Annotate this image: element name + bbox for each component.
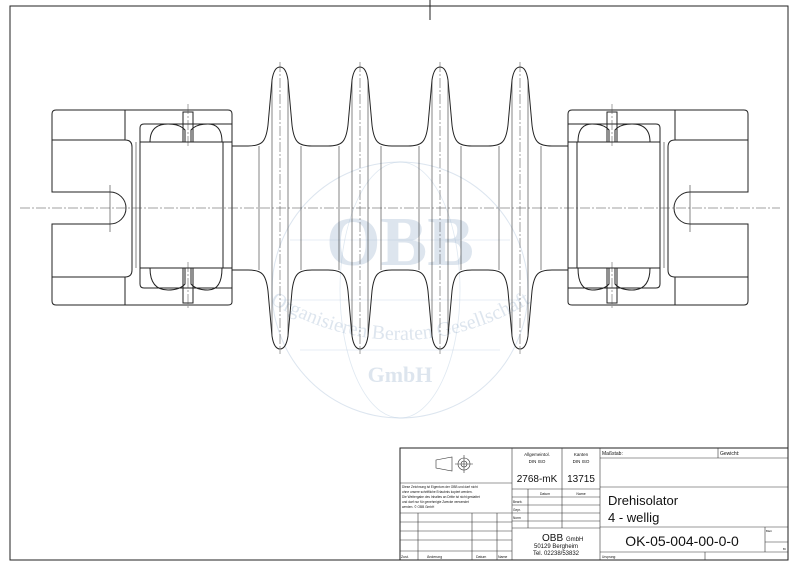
watermark-obb: OBB bbox=[326, 204, 474, 281]
watermark-logo: OBB Organisieren Beraten Gesellschaft Gm… bbox=[268, 161, 534, 419]
date-header: Datum bbox=[540, 492, 550, 496]
copyright-line: Diese Zeichnung ist Eigentum der OBB und… bbox=[402, 485, 478, 489]
sheet-of: Bl. bbox=[783, 547, 786, 551]
title-block: Diese Zeichnung ist Eigentum der OBB und… bbox=[399, 447, 789, 561]
company-suffix: GmbH bbox=[566, 537, 583, 543]
tolerance-label: Allgemeintol. bbox=[524, 452, 550, 457]
tolerance-std: DIN ISO bbox=[529, 459, 546, 464]
edges-label: Kanten bbox=[574, 452, 589, 457]
drawing-title: Drehisolator bbox=[608, 493, 679, 508]
origin-label: Ursprung: bbox=[602, 555, 616, 559]
rev-zust: Zust. bbox=[401, 555, 409, 559]
name-header: Name bbox=[576, 492, 585, 496]
copyright-line: und darf nur für genehmigte Zwecke verwe… bbox=[402, 500, 469, 504]
company-city: 50129 Bergheim bbox=[534, 544, 578, 550]
edges-value: 13715 bbox=[567, 474, 595, 485]
company-phone: Tel. 02238/53832 bbox=[533, 551, 580, 557]
row-bearb: Bearb. bbox=[513, 500, 523, 504]
row-norm: Norm bbox=[513, 516, 521, 520]
copyright-line: ohne unsere schriftliche Erlaubnis kopie… bbox=[402, 490, 473, 494]
copyright-line: Die Weitergabe des Inhaltes an Dritte is… bbox=[402, 495, 480, 499]
rev-aenderung: Änderung bbox=[427, 555, 442, 559]
weight-label: Gewicht: bbox=[720, 451, 739, 457]
projection-symbol-icon bbox=[435, 455, 473, 473]
drawing-subtitle: 4 - wellig bbox=[608, 510, 659, 525]
tolerance-value: 2768-mK bbox=[517, 474, 558, 485]
company-name: OBB bbox=[542, 533, 563, 544]
watermark-arc-text: Organisieren Beraten Gesellschaft bbox=[268, 288, 534, 345]
right-end-fitting bbox=[567, 103, 749, 311]
drawing-frame bbox=[9, 5, 789, 561]
rev-name: Name bbox=[498, 555, 507, 559]
drawing-number: OK-05-004-00-0-0 bbox=[625, 533, 739, 549]
rev-datum: Datum bbox=[476, 555, 486, 559]
sheet-label: Blatt bbox=[766, 529, 772, 533]
scale-label: Maßstab: bbox=[602, 451, 623, 457]
row-gepr: Gepr. bbox=[513, 508, 521, 512]
edges-std: DIN ISO bbox=[573, 459, 590, 464]
left-end-fitting bbox=[51, 103, 233, 311]
watermark-gmbh: GmbH bbox=[368, 362, 433, 387]
copyright-line: werden. © OBB GmbH bbox=[402, 505, 435, 509]
